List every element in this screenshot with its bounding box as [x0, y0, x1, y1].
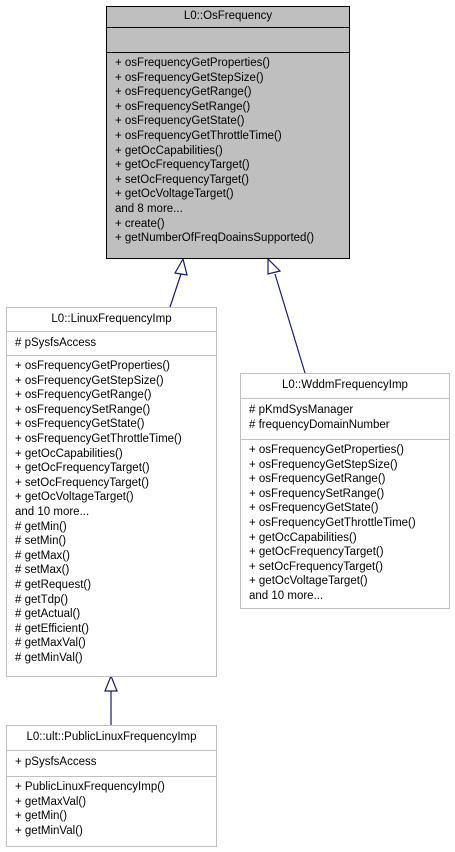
member-item[interactable]: + getOcFrequencyTarget(): [115, 159, 250, 172]
member-item[interactable]: + osFrequencySetRange(): [249, 487, 385, 500]
class-title[interactable]: L0::ult::PublicLinuxFrequencyImp: [26, 731, 197, 743]
member-item[interactable]: + getOcVoltageTarget(): [115, 188, 234, 201]
member-item[interactable]: + osFrequencyGetState(): [115, 115, 245, 128]
arrowhead-linux: [104, 674, 118, 692]
edge-linux-to-osfrequency: [169, 273, 182, 308]
member-item[interactable]: + osFrequencyGetStepSize(): [15, 374, 164, 387]
member-item[interactable]: # getMinVal(): [15, 651, 83, 664]
member-item[interactable]: + setOcFrequencyTarget(): [15, 476, 149, 489]
member-item[interactable]: + osFrequencyGetState(): [15, 418, 145, 431]
member-item[interactable]: # getTdp(): [15, 593, 69, 606]
member-item[interactable]: + getOcVoltageTarget(): [249, 575, 368, 588]
member-item[interactable]: + setOcFrequencyTarget(): [249, 560, 383, 573]
member-item[interactable]: + getMin(): [15, 810, 68, 823]
member-item[interactable]: + getMaxVal(): [15, 795, 87, 808]
class-public-linux-frequency-imp[interactable]: L0::ult::PublicLinuxFrequencyImp + pSysf…: [6, 725, 217, 847]
more-members-link[interactable]: and 8 more...: [115, 202, 183, 215]
class-wddm-frequency-imp[interactable]: L0::WddmFrequencyImp # pKmdSysManager# f…: [240, 373, 450, 609]
attributes-section: # pSysfsAccess: [7, 331, 216, 355]
class-title[interactable]: L0::OsFrequency: [183, 10, 273, 22]
member-item[interactable]: + osFrequencyGetState(): [249, 502, 379, 515]
more-members-link[interactable]: and 10 more...: [15, 505, 90, 518]
member-item[interactable]: + osFrequencySetRange(): [115, 100, 251, 113]
member-item[interactable]: + osFrequencySetRange(): [15, 403, 151, 416]
member-item[interactable]: + getMinVal(): [15, 824, 83, 837]
member-item[interactable]: + osFrequencyGetRange(): [15, 389, 152, 402]
member-item[interactable]: # getEfficient(): [15, 622, 89, 635]
member-item[interactable]: + getOcVoltageTarget(): [15, 491, 134, 504]
member-item[interactable]: + osFrequencyGetProperties(): [115, 57, 270, 69]
member-item[interactable]: + osFrequencyGetThrottleTime(): [15, 432, 182, 445]
member-item[interactable]: + osFrequencyGetThrottleTime(): [249, 516, 416, 529]
member-item[interactable]: # getMin(): [15, 520, 67, 533]
member-item[interactable]: + getOcCapabilities(): [249, 531, 357, 544]
member-item[interactable]: # pSysfsAccess: [15, 337, 97, 349]
class-os-frequency[interactable]: L0::OsFrequency + osFrequencyGetProperti…: [106, 6, 350, 259]
member-item[interactable]: + getNumberOfFreqDoainsSupported(): [115, 232, 315, 245]
member-item[interactable]: + osFrequencyGetRange(): [249, 473, 386, 486]
member-item[interactable]: + osFrequencyGetStepSize(): [115, 71, 264, 84]
member-item[interactable]: + osFrequencyGetRange(): [115, 86, 252, 99]
member-item[interactable]: + getOcFrequencyTarget(): [15, 462, 150, 475]
member-item[interactable]: + osFrequencyGetProperties(): [249, 444, 404, 456]
member-item[interactable]: + setOcFrequencyTarget(): [115, 173, 249, 186]
more-members-link[interactable]: and 10 more...: [249, 589, 324, 602]
member-item[interactable]: # pKmdSysManager: [249, 404, 354, 416]
member-item[interactable]: + PublicLinuxFrequencyImp(): [15, 781, 165, 793]
edge-wddm-to-osfrequency: [274, 273, 306, 374]
class-linux-frequency-imp[interactable]: L0::LinuxFrequencyImp # pSysfsAccess + o…: [6, 307, 217, 677]
member-item[interactable]: + osFrequencyGetThrottleTime(): [115, 129, 282, 142]
member-item[interactable]: # getMax(): [15, 549, 70, 562]
class-title[interactable]: L0::LinuxFrequencyImp: [51, 313, 172, 325]
attributes-section: [107, 27, 349, 52]
member-item[interactable]: # getRequest(): [15, 578, 92, 591]
member-item[interactable]: + pSysfsAccess: [15, 756, 97, 768]
attributes-section: + pSysfsAccess: [7, 750, 216, 776]
member-item[interactable]: + osFrequencyGetProperties(): [15, 360, 170, 372]
member-item[interactable]: + create(): [115, 217, 165, 230]
member-item[interactable]: # setMax(): [15, 564, 70, 577]
member-item[interactable]: + getOcCapabilities(): [115, 144, 223, 157]
methods-section: + osFrequencyGetProperties() + osFrequenc…: [241, 439, 449, 606]
methods-section: + osFrequencyGetProperties() + osFrequenc…: [7, 355, 216, 667]
member-item[interactable]: # frequencyDomainNumber: [249, 418, 390, 431]
arrowhead-osfrequency-left: [174, 257, 188, 276]
methods-section: + osFrequencyGetProperties() + osFrequenc…: [107, 52, 349, 248]
member-item[interactable]: + getOcFrequencyTarget(): [249, 546, 384, 559]
member-item[interactable]: # getMaxVal(): [15, 637, 86, 650]
member-item[interactable]: # getActual(): [15, 608, 81, 621]
member-item[interactable]: + getOcCapabilities(): [15, 447, 123, 460]
class-title[interactable]: L0::WddmFrequencyImp: [282, 379, 408, 391]
member-item[interactable]: + osFrequencyGetStepSize(): [249, 458, 398, 471]
arrowhead-osfrequency-right: [267, 257, 282, 275]
attributes-section: # pKmdSysManager # frequencyDomainNumber: [241, 398, 449, 439]
methods-section: + PublicLinuxFrequencyImp() + getMaxVal()…: [7, 776, 216, 840]
member-item[interactable]: # setMin(): [15, 535, 67, 548]
